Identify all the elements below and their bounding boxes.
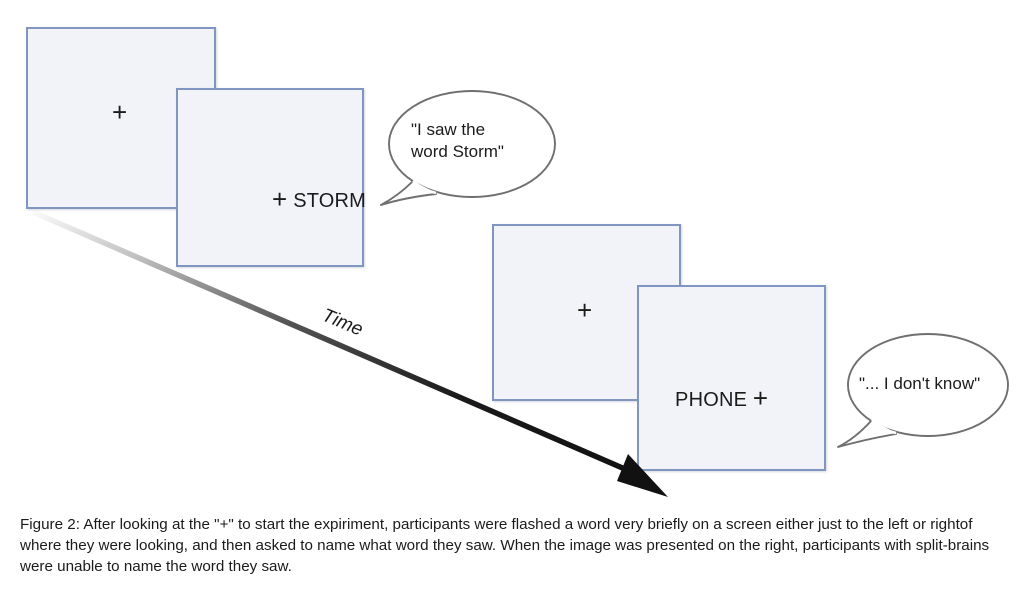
figure-caption: Figure 2: After looking at the "+" to st… (20, 516, 990, 575)
time-axis-label: Time (318, 305, 366, 341)
fixation-cross-inline-2: + (752, 383, 769, 413)
speech-bubble-storm-tail (380, 181, 437, 206)
fixation-cross-1: + (112, 97, 128, 127)
stimulus-word-phone: PHONE (675, 389, 748, 411)
speech-bubble-storm-tail-mask (412, 180, 437, 195)
stimulus-panel-storm-label: + STORM (249, 166, 366, 232)
stimulus-panel-phone (637, 285, 826, 471)
fixation-cross-2: + (577, 295, 593, 325)
stimulus-panel-phone-label: PHONE + (652, 365, 768, 431)
fixation-cross-inline-1: + (272, 184, 288, 214)
speech-bubble-dont-know-text: "... I don't know" (859, 374, 981, 393)
speech-bubble-dont-know-tail-mask (871, 419, 897, 435)
stimulus-word-storm: STORM (293, 190, 367, 212)
speech-bubble-dont-know-tail (837, 420, 897, 448)
speech-bubble-storm-text: "I saw the word Storm" (411, 120, 504, 161)
